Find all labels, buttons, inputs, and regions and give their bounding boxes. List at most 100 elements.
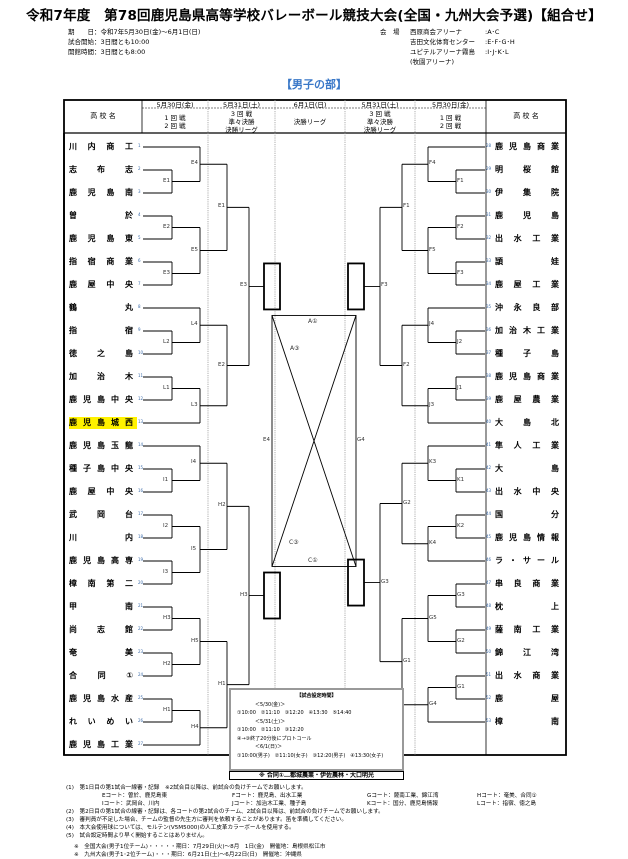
team-row-right: 鹿児島商業 [495, 141, 561, 153]
match-label: L1 [163, 384, 170, 391]
kyushu-info: ※ 九州大会(男子1･2位チーム)・・・期日：6月21日(土)～6月22日(日)… [74, 852, 302, 858]
team-name: 尚志館 [69, 625, 133, 634]
team-name: 錦江湾 [495, 648, 559, 657]
period-label: 期 日 [68, 28, 94, 36]
team-name: ラ・サール [495, 556, 559, 565]
match-label: E5 [191, 246, 198, 253]
venue-name: (牧園アリーナ) [410, 58, 455, 66]
team-number: 9 [138, 327, 141, 332]
team-name: 奄美 [69, 648, 133, 657]
team-name: 徳之島 [69, 349, 133, 358]
match-label: I3 [163, 568, 169, 575]
team-row-left: 尚志館 [69, 624, 137, 636]
team-row-left: 指宿 [69, 325, 137, 337]
team-number: 7 [138, 281, 141, 286]
team-number: 47 [486, 580, 492, 585]
match-label: E4 [263, 436, 270, 443]
court-assignment: Eコート：曽於、鹿児島東 [102, 793, 168, 799]
match-label: G2 [403, 499, 411, 506]
team-name: 甲南 [69, 602, 133, 611]
match-label: L3 [191, 401, 198, 408]
team-row-right: 鹿屋 [495, 693, 561, 705]
match-label: J3 [429, 401, 435, 408]
bracket-slot [263, 262, 281, 311]
team-number: 27 [138, 741, 144, 746]
team-row-right: 樟南 [495, 716, 561, 728]
schedule-day: ＜5/30(金)＞ [255, 701, 286, 708]
team-name: 鹿屋農業 [495, 395, 559, 404]
mixed-team-note: ※ 合同①…都城農業・伊佐農林・大口明光 [229, 771, 404, 780]
team-name: 樟南第二 [69, 579, 133, 588]
team-row-left: 樟南第二 [69, 578, 137, 590]
team-name: 伊集院 [495, 188, 559, 197]
team-name: 指宿商業 [69, 257, 133, 266]
round-date: 5月30日(金) [156, 101, 194, 109]
team-row-left: 種子島中央 [69, 463, 137, 475]
team-number: 46 [486, 557, 492, 562]
team-number: 37 [486, 350, 492, 355]
team-name: 鹿児島 [495, 211, 559, 220]
team-name: 鹿屋中央 [69, 280, 133, 289]
team-name: 国分 [495, 510, 559, 519]
open-label: 開館時間 [68, 48, 94, 56]
start-value: 3日間とも10:00 [100, 38, 150, 46]
team-row-left: 志布志 [69, 164, 137, 176]
court-assignment: Lコート：指宿、徳之島 [477, 801, 537, 807]
team-number: 39 [486, 396, 492, 401]
team-name: 川内商工 [69, 142, 133, 151]
bracket-frame [63, 99, 567, 756]
team-number: 6 [138, 258, 141, 263]
team-number: 45 [486, 534, 492, 539]
court-assignment: Iコート：武岡台、川内 [102, 801, 160, 807]
team-row-left: 加治木 [69, 371, 137, 383]
team-number: 48 [486, 603, 492, 608]
match-label: E3 [240, 282, 247, 289]
team-number: 14 [138, 442, 144, 447]
team-number: 53 [486, 718, 492, 723]
team-name: 種子島中央 [69, 464, 133, 473]
venue-courts: :A･C [485, 28, 500, 36]
court-assignment: Hコート：奄美、合同① [477, 793, 537, 799]
match-label: I2 [163, 522, 169, 529]
match-label: G3 [381, 578, 389, 585]
team-row-left: 鹿児島中央 [69, 394, 137, 406]
team-number: 4 [138, 212, 141, 217]
round-date: 5月31日(土) [361, 101, 399, 109]
team-number: 12 [138, 396, 144, 401]
match-label: L2 [163, 338, 170, 345]
team-row-right: 鹿屋農業 [495, 394, 561, 406]
team-name: 明桜館 [495, 165, 559, 174]
team-number: 51 [486, 672, 492, 677]
team-row-right: 薩南工業 [495, 624, 561, 636]
match-label: F5 [429, 246, 436, 253]
team-row-right: 明桜館 [495, 164, 561, 176]
team-name: 鹿児島城西 [69, 418, 133, 427]
match-label: G4 [429, 700, 437, 707]
team-number: 18 [138, 534, 144, 539]
team-name: 加治木 [69, 372, 133, 381]
venue-name: 西原商会アリーナ [410, 28, 462, 36]
bracket-slot [347, 262, 365, 311]
team-name: 大島北 [495, 418, 559, 427]
team-number: 10 [138, 350, 144, 355]
team-number: 41 [486, 442, 492, 447]
team-row-right: 大島北 [495, 417, 561, 429]
schedule-title: 【試合設定時間】 [296, 693, 337, 699]
team-number: 1 [138, 143, 141, 148]
final-league-match-label: C③ [289, 538, 299, 546]
team-row-right: 鹿児島 [495, 210, 561, 222]
schedule-times: ①10:00 ②11:10 ③12:20 [237, 727, 304, 733]
round-date: 6月1日(日) [293, 101, 327, 109]
team-name: 枕上 [495, 602, 559, 611]
division-title: 【男子の部】 [281, 78, 347, 91]
team-number: 25 [138, 695, 144, 700]
match-label: I4 [191, 459, 197, 466]
team-number: 33 [486, 258, 492, 263]
team-name: 鹿児島商業 [495, 372, 559, 381]
match-label: F3 [381, 282, 388, 289]
team-name: 武岡台 [69, 510, 133, 519]
team-name: 出水中央 [495, 487, 559, 496]
note-1: (1) 第1日目の第1試合一線審・記録 ※2試合目以降は、前試合の負けチームでお… [66, 785, 307, 791]
team-number: 2 [138, 166, 141, 171]
schedule-day: ＜5/31(土)＞ [255, 718, 286, 725]
